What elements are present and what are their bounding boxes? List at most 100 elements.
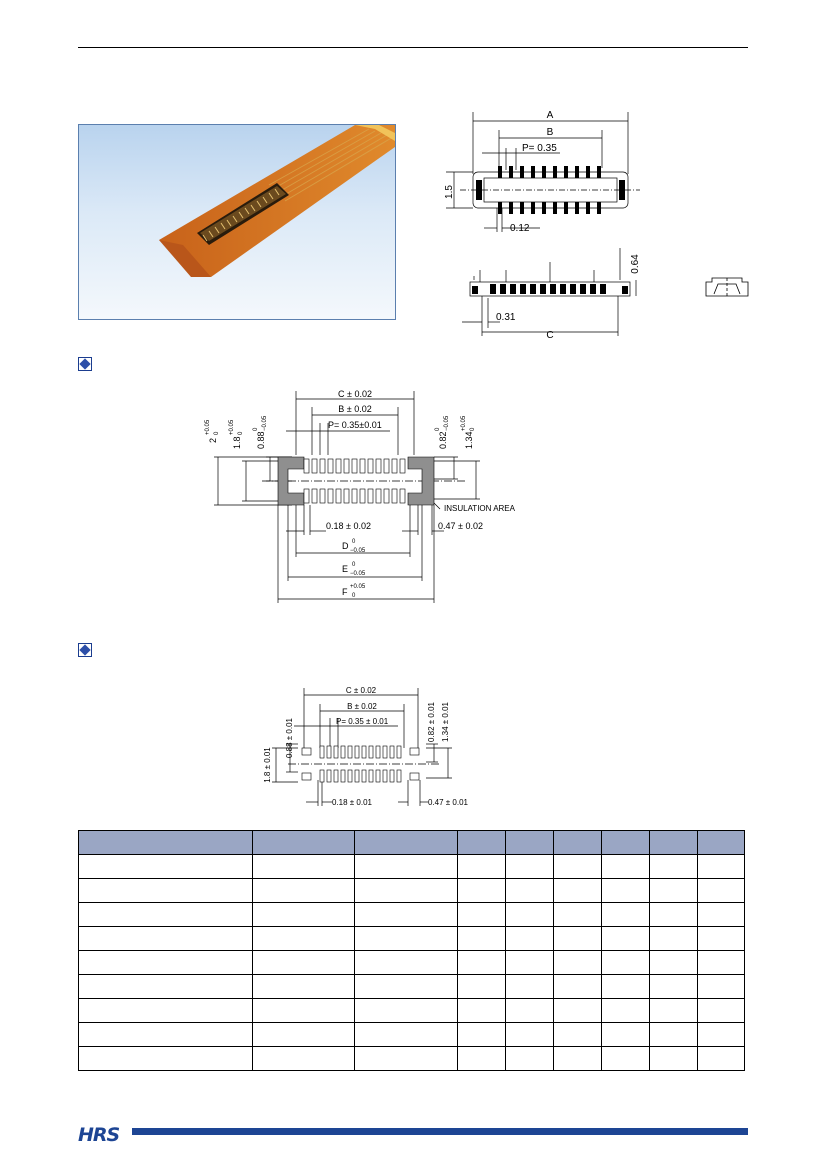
table-row — [78, 854, 745, 879]
table-cell — [649, 974, 699, 999]
table-cell — [457, 926, 507, 951]
table-cell — [251, 854, 355, 879]
pcb-layout-drawing: C ± 0.02 B ± 0.02 P= 0.35±0.01 2 +0.05 0… — [205, 389, 516, 603]
table-cell — [697, 1046, 745, 1071]
table-cell — [353, 854, 459, 879]
table-header-cell — [78, 830, 253, 855]
stencil-dim-C: C ± 0.02 — [346, 686, 377, 695]
pcb-dim-D-tol-bot: −0.05 — [350, 548, 366, 554]
table-cell — [697, 902, 745, 927]
dim-pitch: P= 0.35 — [522, 143, 557, 154]
pcb-dim-E: E — [342, 564, 348, 574]
table-cell — [251, 974, 355, 999]
stencil-dim-088: 0.88 ± 0.01 — [285, 717, 294, 758]
pcb-dim-pad-width: 0.18 ± 0.02 — [326, 521, 371, 531]
section-marker-pcb — [78, 357, 92, 371]
table-cell — [553, 854, 603, 879]
table-cell — [505, 950, 555, 975]
pcb-dim-088-tol-bot: −0.05 — [262, 415, 268, 431]
pcb-dim-D: D — [342, 541, 349, 551]
table-cell — [251, 998, 355, 1023]
stencil-drawing: C ± 0.02 B ± 0.02 P= 0.35 ± 0.01 0.88 ± … — [263, 686, 469, 807]
pcb-dim-F-tol-bot: 0 — [352, 593, 356, 599]
pcb-dim-D-tol-top: 0 — [352, 539, 356, 545]
side-view-drawing: 0.64 0.31 C — [462, 248, 640, 340]
table-cell — [505, 854, 555, 879]
table-cell — [78, 878, 253, 903]
table-cell — [457, 902, 507, 927]
table-cell — [505, 1022, 555, 1047]
table-cell — [457, 974, 507, 999]
dim-B: B — [547, 127, 554, 138]
section-marker-stencil — [78, 643, 92, 657]
pcb-dim-082-tol-bot: −0.05 — [444, 415, 450, 431]
spec-table — [78, 830, 745, 1071]
table-cell — [251, 926, 355, 951]
table-cell — [505, 902, 555, 927]
dim-side-offset: 0.31 — [496, 312, 516, 323]
table-row — [78, 926, 745, 951]
dim-height: 1.5 — [444, 185, 455, 199]
pcb-dim-134: 1.34 — [464, 431, 474, 449]
table-cell — [251, 950, 355, 975]
table-cell — [251, 1046, 355, 1071]
table-cell — [601, 974, 651, 999]
stencil-dim-pitch: P= 0.35 ± 0.01 — [336, 717, 389, 726]
table-cell — [505, 926, 555, 951]
pcb-dim-E-tol-top: 0 — [352, 562, 356, 568]
insulation-area-label: INSULATION AREA — [444, 504, 516, 513]
table-header-cell — [649, 830, 699, 855]
table-cell — [553, 1046, 603, 1071]
table-cell — [553, 878, 603, 903]
table-cell — [553, 950, 603, 975]
table-cell — [649, 878, 699, 903]
pcb-dim-2: 2 — [208, 438, 218, 443]
table-cell — [353, 1046, 459, 1071]
table-row — [78, 878, 745, 903]
pcb-dim-18-tol-top: +0.05 — [229, 419, 235, 435]
table-cell — [553, 974, 603, 999]
table-cell — [553, 926, 603, 951]
table-cell — [353, 902, 459, 927]
pcb-dim-2-tol-bot: 0 — [214, 431, 220, 435]
table-cell — [78, 1022, 253, 1047]
table-cell — [353, 998, 459, 1023]
table-header-cell — [457, 830, 507, 855]
table-cell — [553, 1022, 603, 1047]
table-cell — [505, 1046, 555, 1071]
table-cell — [649, 902, 699, 927]
table-header-cell — [697, 830, 745, 855]
table-cell — [251, 878, 355, 903]
pcb-dim-082-tol-top: 0 — [435, 427, 441, 431]
table-row — [78, 950, 745, 975]
pcb-dim-C: C ± 0.02 — [338, 389, 372, 399]
pcb-dim-E-tol-bot: −0.05 — [350, 571, 366, 577]
table-cell — [649, 854, 699, 879]
dim-A: A — [547, 110, 554, 121]
table-cell — [649, 998, 699, 1023]
table-cell — [78, 998, 253, 1023]
pcb-dim-088: 0.88 — [256, 431, 266, 449]
table-row — [78, 902, 745, 927]
table-cell — [697, 1022, 745, 1047]
table-cell — [697, 878, 745, 903]
end-view-drawing — [705, 277, 749, 298]
pcb-dim-2-tol-top: +0.05 — [205, 419, 211, 435]
table-cell — [649, 1022, 699, 1047]
pcb-dim-134-tol-top: +0.05 — [461, 415, 467, 431]
table-cell — [78, 974, 253, 999]
table-cell — [457, 878, 507, 903]
table-cell — [601, 926, 651, 951]
pcb-dim-18: 1.8 — [232, 436, 242, 449]
table-header-cell — [601, 830, 651, 855]
table-cell — [601, 902, 651, 927]
table-cell — [78, 926, 253, 951]
top-rule — [78, 47, 748, 48]
table-cell — [601, 854, 651, 879]
stencil-dim-082: 0.82 ± 0.01 — [427, 701, 436, 742]
hrs-logo: HRS — [78, 1124, 120, 1146]
table-cell — [457, 854, 507, 879]
table-row — [78, 1022, 745, 1047]
table-cell — [251, 1022, 355, 1047]
table-cell — [649, 926, 699, 951]
